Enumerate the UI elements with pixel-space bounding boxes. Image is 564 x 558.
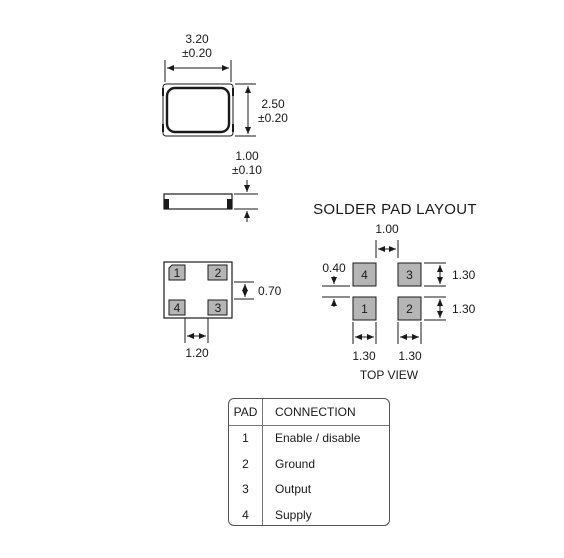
solder-pad-label: 1 bbox=[361, 302, 368, 316]
gap-x-value: 1.00 bbox=[375, 222, 399, 236]
row-pad: 4 bbox=[229, 502, 263, 525]
row-pad: 3 bbox=[229, 476, 263, 502]
view-label: TOP VIEW bbox=[360, 368, 419, 382]
pad-label: 1 bbox=[174, 266, 181, 280]
pad-label: 4 bbox=[174, 301, 181, 315]
gap-y-value: 0.40 bbox=[322, 261, 346, 275]
header-pad: PAD bbox=[229, 399, 263, 425]
pad-2-bottom bbox=[207, 264, 228, 281]
table-row: 3 Output bbox=[229, 476, 389, 502]
pad-label: 2 bbox=[215, 266, 222, 280]
package-lid bbox=[165, 86, 231, 134]
pad-3-bottom bbox=[207, 299, 228, 316]
pad-height-bottom: 1.30 bbox=[452, 302, 476, 316]
pad-connection-table: PAD CONNECTION 1 Enable / disable 2 Grou… bbox=[228, 398, 390, 526]
solder-pad-layout: SOLDER PAD LAYOUT 1.00 4 3 1 2 0.40 1.30… bbox=[313, 201, 477, 382]
solder-pad-3 bbox=[397, 262, 422, 287]
solder-pad-label: 3 bbox=[406, 268, 413, 282]
width-tolerance: ±0.20 bbox=[258, 111, 288, 125]
width-value: 2.50 bbox=[261, 97, 285, 111]
row-connection: Supply bbox=[275, 507, 312, 522]
table-row: 2 Ground bbox=[229, 451, 389, 477]
pad-width-left: 1.30 bbox=[352, 349, 376, 363]
length-value: 3.20 bbox=[185, 32, 209, 46]
pad-width-right: 1.30 bbox=[398, 349, 422, 363]
pad-1-bottom bbox=[168, 264, 186, 281]
package-top-view: 3.20 ±0.20 2.50 ±0.20 bbox=[162, 32, 288, 137]
header-connection: CONNECTION bbox=[275, 404, 356, 419]
pad-height-top: 1.30 bbox=[452, 268, 476, 282]
table-row: 1 Enable / disable bbox=[229, 425, 389, 451]
solder-pad-4 bbox=[352, 262, 377, 287]
solder-pad-label: 2 bbox=[406, 302, 413, 316]
pad-4-bottom bbox=[168, 299, 186, 316]
solder-pad-label: 4 bbox=[361, 268, 368, 282]
row-pad: 1 bbox=[229, 425, 263, 451]
length-tolerance: ±0.20 bbox=[182, 46, 212, 60]
pad-label: 3 bbox=[215, 301, 222, 315]
height-tolerance: ±0.10 bbox=[232, 163, 262, 177]
side-body bbox=[163, 193, 233, 210]
table-header: PAD CONNECTION bbox=[229, 399, 389, 426]
solder-pad-2 bbox=[397, 296, 422, 321]
row-connection: Enable / disable bbox=[275, 431, 361, 446]
row-connection: Ground bbox=[275, 456, 316, 471]
package-bottom-view: 1 2 4 3 0.70 1.20 bbox=[163, 261, 282, 360]
row-connection: Output bbox=[275, 482, 312, 497]
package-side-view: 1.00 ±0.10 bbox=[163, 149, 262, 222]
height-value: 1.00 bbox=[235, 149, 259, 163]
table-row: 4 Supply bbox=[229, 502, 389, 525]
solder-pad-1 bbox=[352, 296, 377, 321]
pad-pitch-vertical: 0.70 bbox=[258, 284, 282, 298]
pad-pitch-horizontal: 1.20 bbox=[185, 346, 209, 360]
row-pad: 2 bbox=[229, 451, 263, 477]
solder-layout-title: SOLDER PAD LAYOUT bbox=[313, 201, 477, 218]
